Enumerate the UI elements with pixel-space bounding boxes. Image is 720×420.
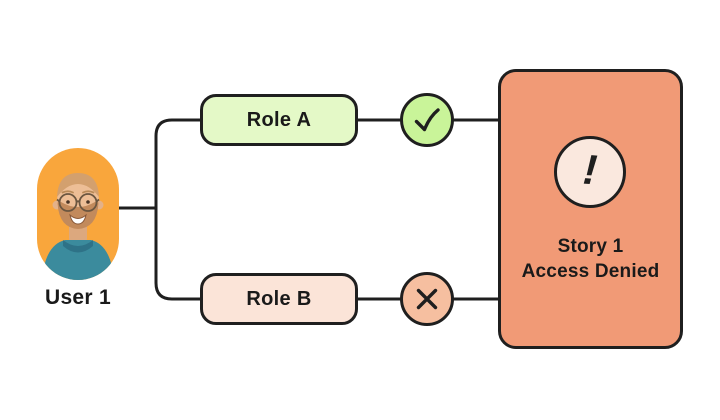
glasses-icon [56,193,100,212]
exclamation-icon: ! [581,145,599,194]
user-avatar [37,148,119,280]
branch-line [154,118,202,301]
role-a-label: Role A [246,108,312,131]
cross-badge [400,272,454,326]
story-title: Story 1 [557,236,624,257]
role-b-node: Role B [200,273,358,325]
check-icon [414,108,440,132]
role-a-node: Role A [200,94,358,146]
role-b-label: Role B [246,287,312,310]
story-text: Story 1 Access Denied [501,234,680,284]
user-photo [42,173,114,280]
user-label: User 1 [44,286,111,309]
story-subtitle: Access Denied [521,261,660,282]
cross-icon [416,288,438,310]
alert-circle: ! [554,136,626,208]
story-node: ! Story 1 Access Denied [498,69,683,349]
check-badge [400,93,454,147]
